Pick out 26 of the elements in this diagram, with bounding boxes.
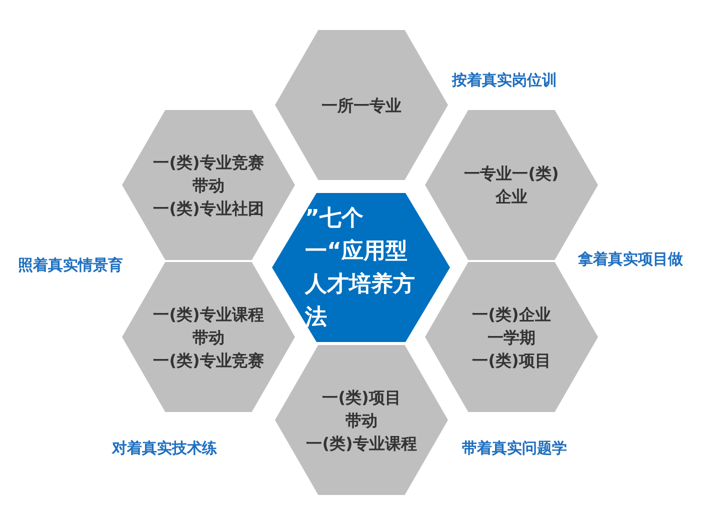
tile-text: 一(类)专业社团 — [153, 198, 264, 220]
tile-text: 一(类)专业课程 — [153, 304, 264, 326]
side-label: 按着真实岗位训 — [452, 70, 557, 90]
tile-text: 带动 — [192, 174, 224, 196]
tile-text: 一学期 — [488, 326, 536, 348]
side-label: 拿着真实项目做 — [578, 249, 683, 269]
hexagon-tile — [275, 30, 448, 180]
tile-text: 一(类)项目 — [322, 386, 401, 408]
side-label: 带着真实问题学 — [462, 438, 567, 458]
side-label: 照着真实情景育 — [18, 255, 123, 275]
tile-text: 一(类)项目 — [472, 350, 551, 372]
tile-text: 企业 — [496, 186, 528, 208]
tile-text: 一(类)专业课程 — [306, 432, 417, 454]
center-title: ”七个一“应用型人才培养方法 — [305, 204, 416, 332]
center-hexagon — [272, 193, 450, 342]
hexagon-tile — [122, 262, 295, 412]
tile-text: 一(类)企业 — [472, 304, 551, 326]
tile-text: 带动 — [346, 410, 378, 432]
tile-text: 一(类)专业竞赛 — [153, 350, 264, 372]
hexagon-tile — [122, 110, 295, 260]
tile-text: 一专业一(类) — [464, 163, 559, 185]
side-label: 对着真实技术练 — [112, 438, 217, 458]
tile-text: 一所一专业 — [322, 94, 402, 116]
tile-text: 带动 — [192, 326, 224, 348]
tile-text: 一(类)专业竞赛 — [153, 152, 264, 174]
hexagon-tile — [275, 345, 448, 495]
